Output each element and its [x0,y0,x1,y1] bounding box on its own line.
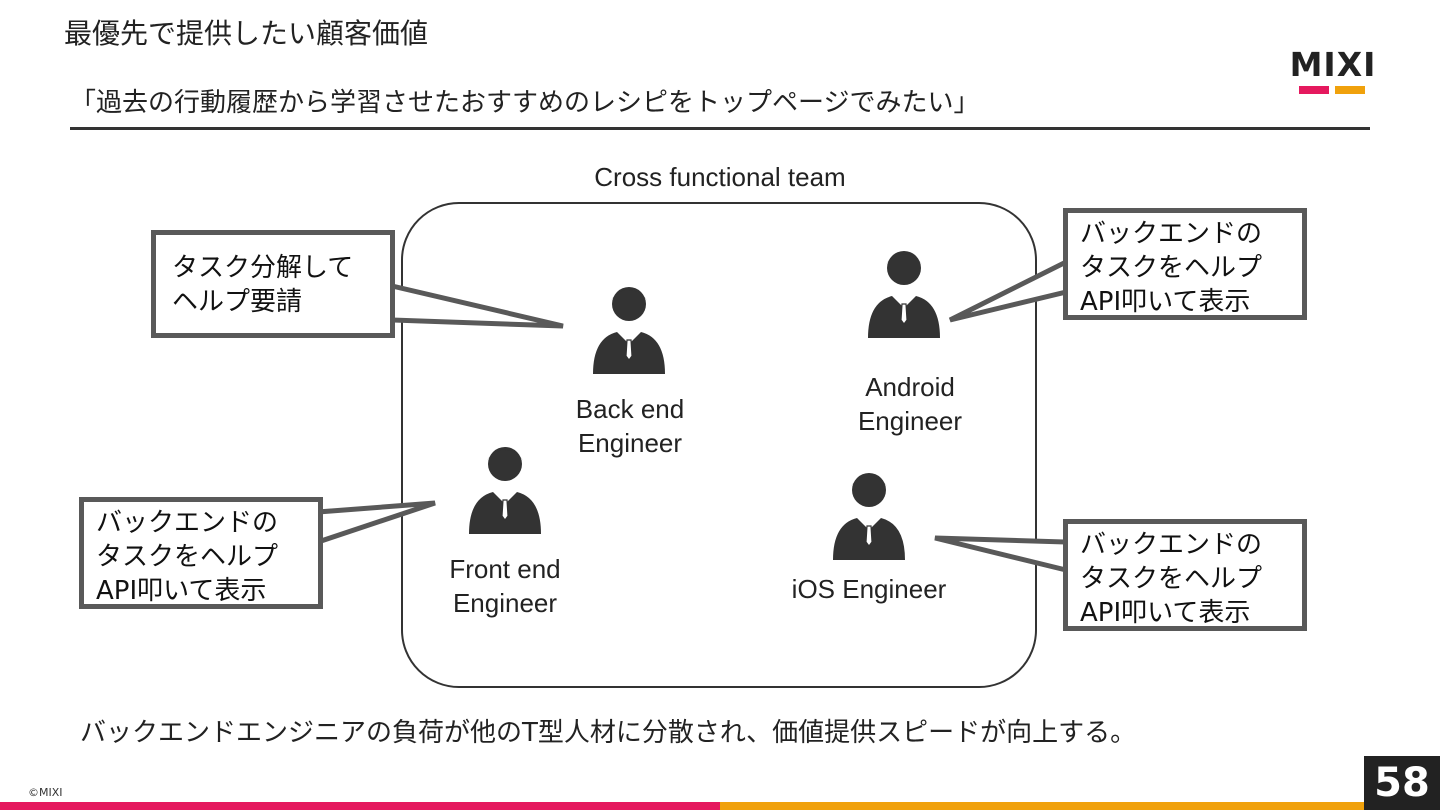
footer-bar-orange [720,802,1364,810]
copyright: ©MIXI [28,786,63,799]
callout-tail-ios [934,535,1069,574]
brand-logo-text: MIXI [1289,45,1377,84]
page-number: 58 [1364,756,1440,810]
callout-ios: バックエンドの タスクをヘルプ API叩いて表示 [1063,519,1307,631]
slide-subtitle: 「過去の行動履歴から学習させたおすすめのレシピをトップページでみたい」 [70,88,980,118]
callout-backend: タスク分解して ヘルプ要請 [151,230,395,338]
role-label-line: Front end [449,554,561,584]
conclusion-text: バックエンドエンジニアの負荷が他のT型人材に分散され、価値提供スピードが向上する… [80,718,1137,748]
brand-logo-pink-bar [1299,86,1329,94]
role-label-ios: iOS Engineer [749,572,989,606]
callout-tail-backend [389,282,564,329]
callout-text-line: タスクをヘルプ [1080,253,1263,283]
role-label-line: Engineer [452,588,558,618]
title-divider [70,127,1370,130]
slide-title: 最優先で提供したい顧客価値 [64,17,429,50]
role-label-frontend: Front end Engineer [405,552,605,620]
person-icon [868,251,940,338]
person-icon [593,287,665,374]
callout-tail-android [948,257,1069,323]
callout-text-line: バックエンドの [96,508,279,538]
callout-text-line: タスクをヘルプ [96,542,279,572]
team-label: Cross functional team [594,162,846,192]
team-boundary [401,202,1037,688]
callout-text-line: タスク分解して [172,253,354,283]
role-label-android: Android Engineer [810,370,1010,438]
callout-text-line: タスクをヘルプ [1080,564,1263,594]
callout-android: バックエンドの タスクをヘルプ API叩いて表示 [1063,208,1307,320]
callout-frontend: バックエンドの タスクをヘルプ API叩いて表示 [79,497,323,609]
role-label-line: Engineer [577,428,683,458]
callout-text-line: API叩いて表示 [96,576,267,606]
callout-text-line: バックエンドの [1080,530,1263,560]
person-icon [833,473,905,560]
brand-logo: MIXI [1283,48,1383,98]
brand-logo-orange-bar [1335,86,1365,94]
callout-text-line: API叩いて表示 [1080,598,1251,628]
role-label-line: Android [865,372,955,402]
person-icon [469,447,541,534]
callout-tail-frontend [315,500,436,546]
role-label-line: Back end [575,394,685,424]
role-label-backend: Back end Engineer [530,392,730,460]
role-label-line: iOS Engineer [791,574,947,604]
callout-text-line: バックエンドの [1080,219,1263,249]
footer-bar-pink [0,802,720,810]
callout-text-line: ヘルプ要請 [172,287,303,317]
callout-text-line: API叩いて表示 [1080,287,1251,317]
role-label-line: Engineer [857,406,963,436]
